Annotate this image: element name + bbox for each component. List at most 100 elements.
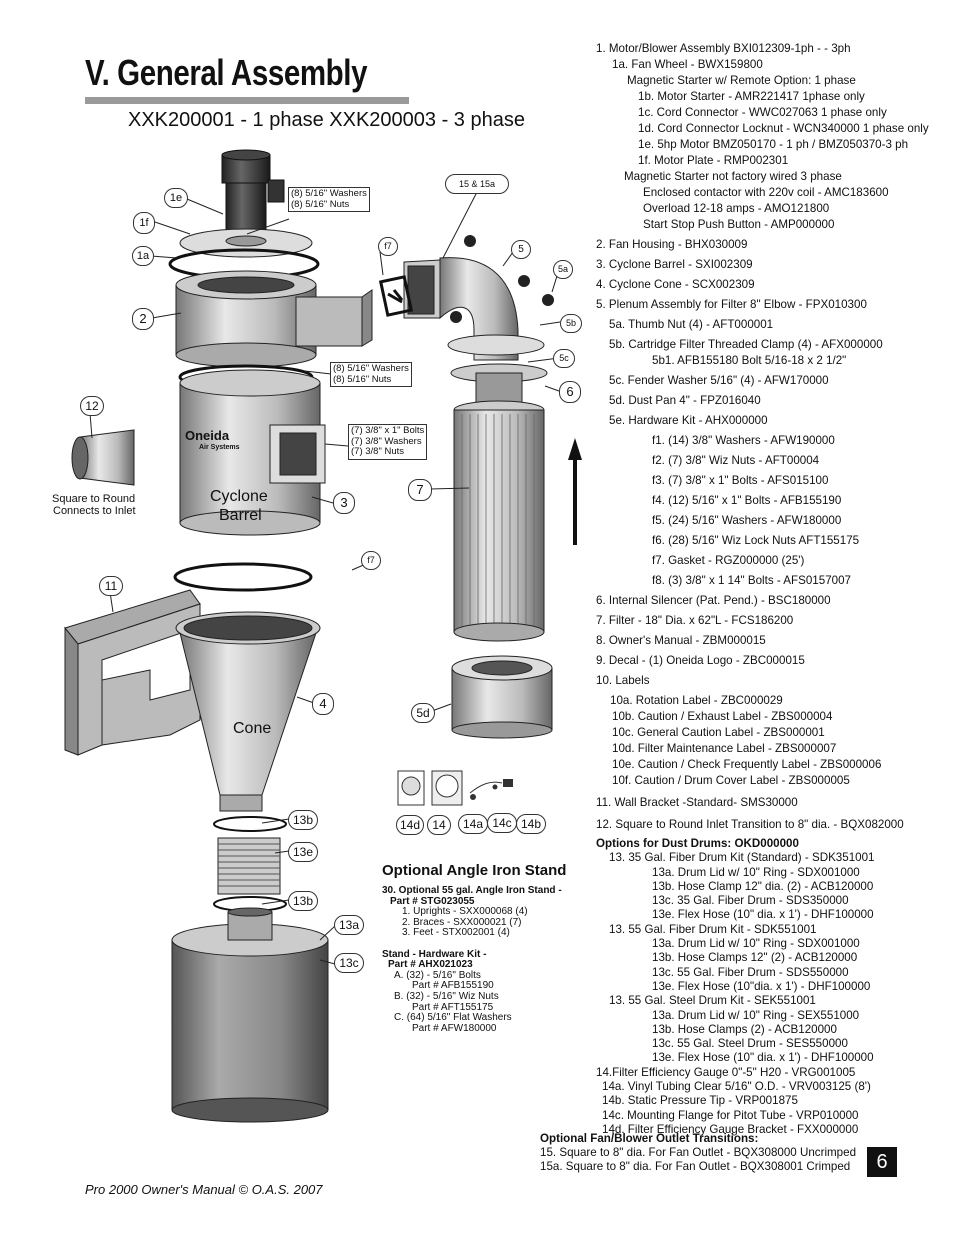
callout-14: 14 [427,815,451,835]
callout-3: 3 [333,492,355,514]
parts-list-item: 12. Square to Round Inlet Transition to … [596,818,904,831]
inlet-transition [71,429,135,486]
parts-list-item: 4. Cyclone Cone - SCX002309 [596,278,755,291]
note-line: (7) 3/8" Washers [351,435,422,447]
parts-list-item: 3. Cyclone Barrel - SXI002309 [596,258,753,271]
stand-line: A. (32) - 5/16" Bolts [394,969,481,981]
callout-5d: 5d [411,703,435,723]
stand-line: 1. Uprights - SXX000068 (4) [402,906,528,918]
callout-5a: 5a [553,260,573,279]
stand-line [382,939,562,950]
callout-6: 6 [559,381,581,403]
callout-13a: 13a [334,915,364,935]
callout-12: 12 [80,396,104,416]
parts-list-item: 1a. Fan Wheel - BWX159800 [612,58,763,71]
callout-f7-lower: f7 [361,551,381,570]
parts-list-item: 13. 55 Gal. Steel Drum Kit - SEK551001 [609,994,816,1008]
parts-list-item: 1. Motor/Blower Assembly BXI012309-1ph -… [596,42,851,55]
stand-line: Part # AFW180000 [412,1022,497,1034]
callout-13c: 13c [334,953,364,973]
cyclone-barrel [179,369,326,536]
parts-list-item: f2. (7) 3/8" Wiz Nuts - AFT00004 [652,454,820,467]
parts-list-item: 10c. General Caution Label - ZBS000001 [612,726,825,739]
parts-list-item: 10a. Rotation Label - ZBC000029 [610,694,783,707]
parts-list-item: 13c. 35 Gal. Fiber Drum - SDS350000 [652,894,849,908]
callout-4: 4 [312,693,334,715]
parts-list-item: 5. Plenum Assembly for Filter 8" Elbow -… [596,298,867,311]
parts-list-item: f7. Gasket - RGZ000000 (25') [652,554,805,567]
parts-list-item: f4. (12) 5/16" x 1" Bolts - AFB155190 [652,494,842,507]
callout-1f: 1f [133,212,155,234]
outlet-transitions: Optional Fan/Blower Outlet Transitions: … [540,1132,856,1174]
callout-14d: 14d [396,815,424,835]
wall-bracket [64,589,201,756]
stand-line: Part # AFB155190 [412,980,494,992]
stand-line: C. (64) 5/16" Flat Washers [394,1012,512,1024]
parts-list-item: 14b. Static Pressure Tip - VRP001875 [602,1094,798,1108]
parts-list-item: 13a. Drum Lid w/ 10" Ring - SEX551000 [652,1008,860,1022]
parts-list-item: 10d. Filter Maintenance Label - ZBS00000… [612,742,837,755]
inlet-note-2: Connects to Inlet [53,505,136,517]
parts-list-item: 13. 35 Gal. Fiber Drum Kit (Standard) - … [609,851,875,865]
parts-list-item: 1d. Cord Connector Locknut - WCN340000 1… [638,122,929,135]
parts-list-item: 5b1. AFB155180 Bolt 5/16-18 x 2 1/2" [652,354,847,367]
parts-list-item: 14c. Mounting Flange for Pitot Tube - VR… [602,1108,859,1122]
thumb-nuts [450,235,554,323]
cartridge-filter [453,400,545,642]
note-line: (8) 5/16" Nuts [333,373,392,385]
parts-list-item: 10e. Caution / Check Frequently Label - … [612,758,882,771]
internal-silencer [450,363,548,404]
stand-line: 2. Braces - SXX000021 (7) [402,916,522,928]
parts-list-item: 9. Decal - (1) Oneida Logo - ZBC000015 [596,654,805,667]
parts-list-item: Magnetic Starter not factory wired 3 pha… [624,170,842,183]
parts-list-item: 5e. Hardware Kit - AHX000000 [609,414,768,427]
callout-7: 7 [408,479,432,501]
title-underline [85,97,409,104]
parts-list-item: 5a. Thumb Nut (4) - AFT000001 [609,318,774,331]
note-line: (7) 3/8" x 1" Bolts [351,425,425,436]
callout-14b: 14b [516,814,546,834]
oneida-logo: Oneida [185,428,230,443]
parts-list-item: 6. Internal Silencer (Pat. Pend.) - BSC1… [596,594,831,607]
callout-1a: 1a [132,246,154,266]
parts-list-item: 8. Owner's Manual - ZBM000015 [596,634,766,647]
callout-13b-lower: 13b [288,891,318,911]
stand-line: Part # STG023055 [390,895,475,907]
callout-f7-upper: f7 [378,237,398,256]
callout-13e: 13e [288,842,318,862]
callout-14c: 14c [487,813,517,833]
callout-5: 5 [511,240,531,259]
label-cone: Cone [233,720,272,737]
parts-list-item: 13a. Drum Lid w/ 10" Ring - SDX001000 [652,937,860,951]
outlet-line: 15. Square to 8" dia. For Fan Outlet - B… [540,1146,857,1159]
page-footer: Pro 2000 Owner's Manual © O.A.S. 2007 [85,1182,323,1197]
parts-list-item: 14d. Filter Efficiency Gauge Bracket - F… [602,1122,859,1136]
note-line: (8) 5/16" Washers [291,188,367,199]
stand-line: B. (32) - 5/16" Wiz Nuts [394,990,499,1002]
stand-line: 3. Feet - STX002001 (4) [402,927,510,939]
flex-hose [217,837,281,895]
parts-list-item: 1c. Cord Connector - WWC027063 1 phase o… [638,106,887,119]
note-line: (8) 5/16" Washers [333,363,409,374]
label-barrel: Barrel [219,507,262,524]
parts-list-item: 10. Labels [596,674,650,687]
oneida-logo-sub: Air Systems [199,444,240,451]
outlet-heading: Optional Fan/Blower Outlet Transitions: [540,1132,759,1145]
stand-line: Stand - Hardware Kit - [382,948,487,960]
callout-5b: 5b [560,314,582,333]
parts-list-item: 13e. Flex Hose (10"dia. x 1') - DHF10000… [652,979,871,993]
parts-list-item: 11. Wall Bracket -Standard- SMS30000 [596,796,798,809]
model-subtitle: XXK200001 - 1 phase XXK200003 - 3 phase [128,109,525,131]
parts-list-item: 7. Filter - 18" Dia. x 62"L - FCS186200 [596,614,794,627]
parts-list-item: 10f. Caution / Drum Cover Label - ZBS000… [612,774,850,787]
parts-list-item: f8. (3) 3/8" x 1 14" Bolts - AFS0157007 [652,574,851,587]
parts-list-item: 2. Fan Housing - BHX030009 [596,238,748,251]
callout-2: 2 [132,308,154,330]
page-number: 6 [867,1147,897,1177]
parts-list-item: 5c. Fender Washer 5/16" (4) - AFW170000 [609,374,829,387]
label-cyclone: Cyclone [210,488,268,505]
parts-list-item: 14a. Vinyl Tubing Clear 5/16" O.D. - VRV… [602,1080,871,1094]
parts-list: 1. Motor/Blower Assembly BXI012309-1ph -… [596,41,946,1137]
motor [221,149,285,244]
